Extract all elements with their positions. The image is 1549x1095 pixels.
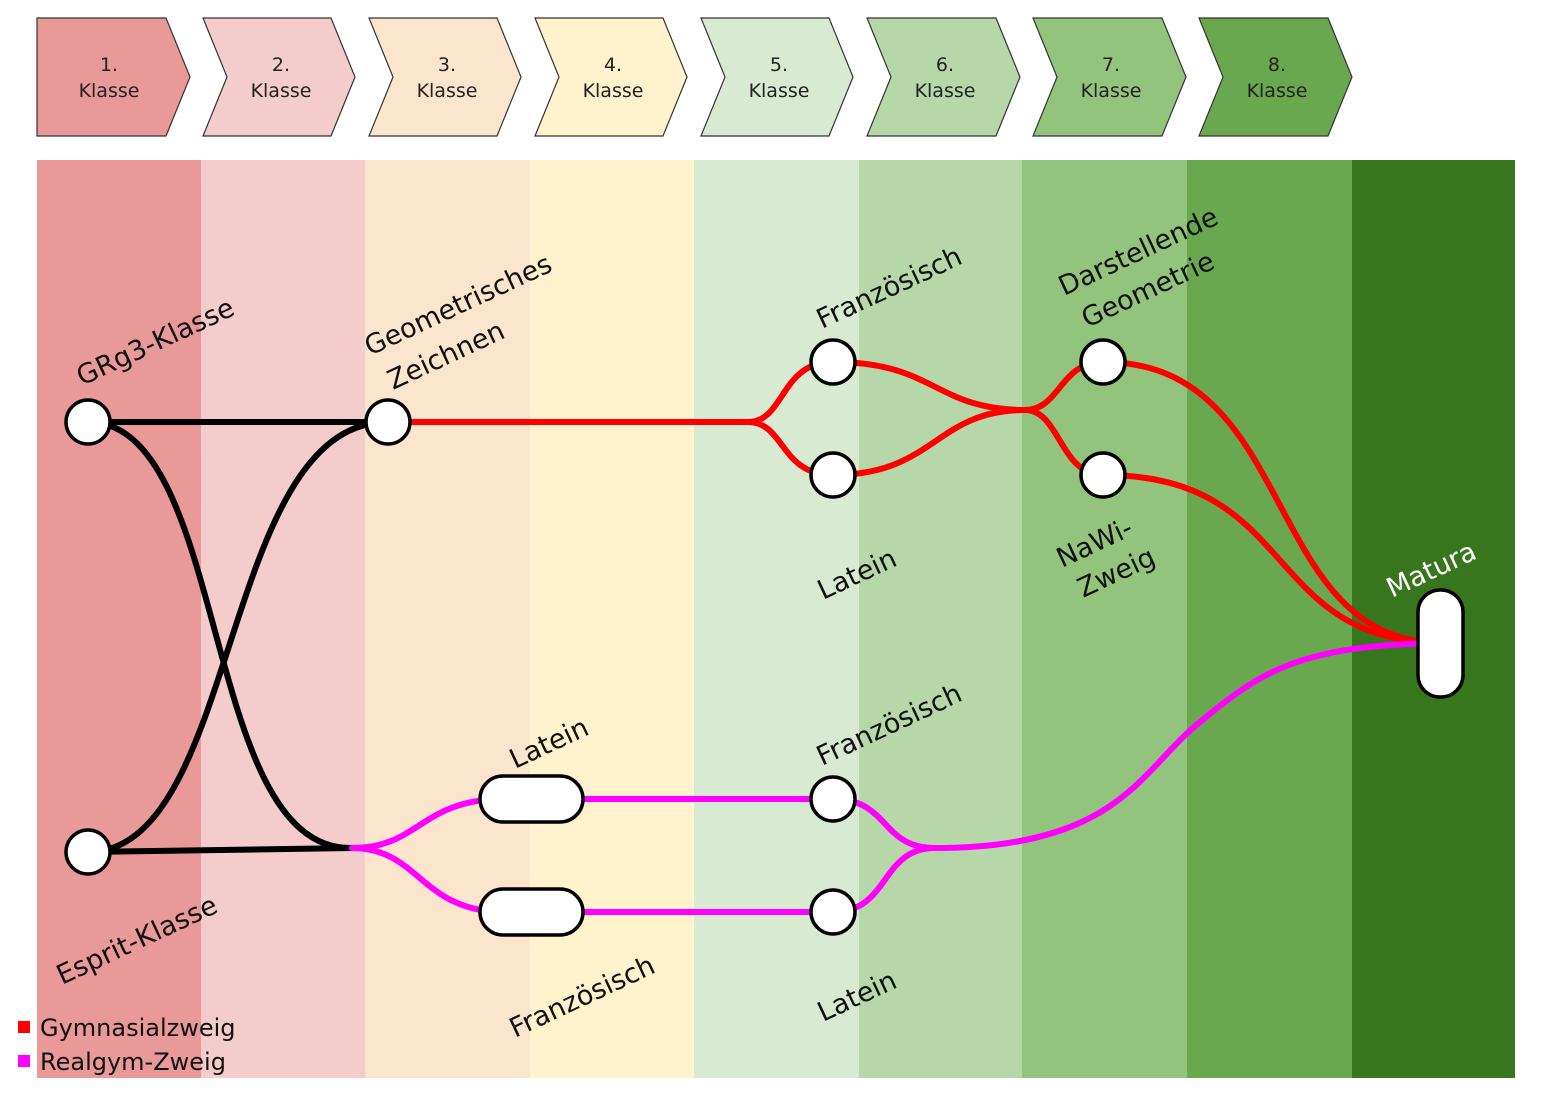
grade-column-8: [1187, 160, 1353, 1078]
grade-header-row: 1. Klasse 2. Klasse 3. Klasse 4. Klasse …: [36, 17, 1353, 137]
grade-chevron-4: 4. Klasse: [534, 17, 688, 137]
common-connectors: [85, 419, 391, 855]
grade-chevron-8: 8. Klasse: [1198, 17, 1353, 137]
legend: Gymnasialzweig Realgym-Zweig: [18, 1014, 236, 1076]
grade-number: 4.: [604, 54, 622, 76]
dg-to-matura-curve: [1100, 359, 1443, 646]
esprit-to-geo-curve: [85, 419, 391, 855]
grade-word: Klasse: [915, 80, 976, 102]
grade-word: Klasse: [251, 80, 312, 102]
grade-number: 5.: [770, 54, 788, 76]
esprit-node[interactable]: [64, 828, 112, 876]
franz-real5-node[interactable]: [809, 775, 857, 823]
grade-number: 3.: [438, 54, 456, 76]
grade-number: 6.: [936, 54, 954, 76]
latein-gym-node[interactable]: [809, 451, 857, 499]
grade-column-2: [201, 160, 366, 1078]
grade-column-7: [1022, 160, 1188, 1078]
esprit-to-split-line: [85, 845, 355, 855]
latein-real5-node[interactable]: [809, 888, 857, 936]
matura-node[interactable]: [1416, 588, 1465, 699]
gymnasial-lines: [385, 359, 1443, 646]
grade-number: 1.: [100, 54, 118, 76]
franz-real-node[interactable]: [478, 887, 585, 937]
grade-column-4: [530, 160, 695, 1078]
grade-word: Klasse: [749, 80, 810, 102]
grade-word: Klasse: [417, 80, 478, 102]
legend-realgym-label: Realgym-Zweig: [40, 1048, 226, 1076]
latein-real-node[interactable]: [478, 774, 585, 824]
legend-realgym-swatch: [18, 1055, 30, 1067]
split-to-latein-curve: [349, 796, 508, 851]
nawi-node[interactable]: [1079, 451, 1127, 499]
grade-chevron-3: 3. Klasse: [368, 17, 522, 137]
grade-chevron-5: 5. Klasse: [700, 17, 854, 137]
nawi-to-matura-curve: [1100, 472, 1443, 646]
grade-number: 7.: [1102, 54, 1120, 76]
grade-number: 8.: [1268, 54, 1286, 76]
grade-column-1: [37, 160, 202, 1078]
grade-columns: [37, 160, 1515, 1078]
grg3-node[interactable]: [64, 398, 112, 446]
grg3-to-split-curve: [85, 419, 353, 851]
grade-column-6: [859, 160, 1023, 1078]
grade-word: Klasse: [1247, 80, 1308, 102]
franz-to-merge-curve: [830, 359, 1028, 413]
split-to-franz-curve: [349, 845, 508, 915]
grade-chevron-7: 7. Klasse: [1032, 17, 1187, 137]
legend-gymnasial-swatch: [18, 1021, 30, 1033]
grade-word: Klasse: [583, 80, 644, 102]
darstellende-geometrie-node[interactable]: [1079, 338, 1127, 386]
franz-gym-node[interactable]: [809, 338, 857, 386]
grade-chevron-6: 6. Klasse: [866, 17, 1021, 137]
grade-number: 2.: [272, 54, 290, 76]
grade-chevron-2: 2. Klasse: [202, 17, 356, 137]
latein-to-merge-curve: [830, 407, 1028, 478]
geometrisches-zeichnen-node[interactable]: [364, 398, 412, 446]
grade-word: Klasse: [79, 80, 140, 102]
legend-gymnasial-label: Gymnasialzweig: [40, 1014, 236, 1042]
grade-word: Klasse: [1081, 80, 1142, 102]
grade-chevron-1: 1. Klasse: [36, 17, 191, 137]
nodes: [64, 338, 1465, 937]
merge-to-matura-curve: [932, 640, 1443, 851]
